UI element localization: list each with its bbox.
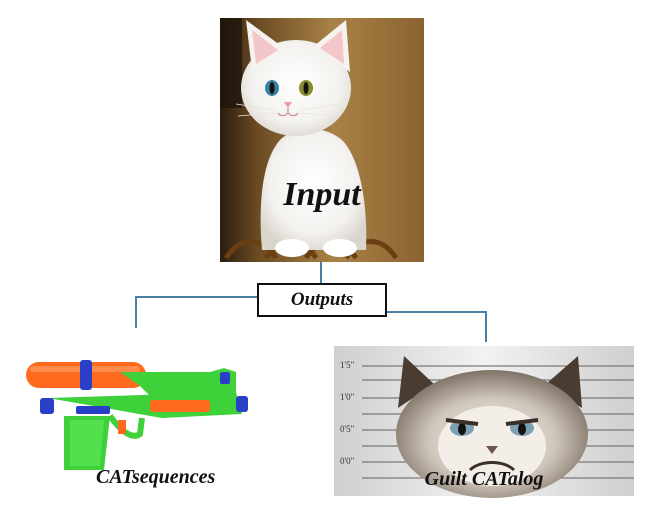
catsequences-label: CATsequences [96,466,216,488]
connector-hub-to-left [135,296,257,328]
outputs-label: Outputs [290,289,354,310]
connector-lines [135,262,487,342]
guilt-catalog-label: Guilt CATalog [424,468,544,490]
input-kitten-image [220,18,424,262]
outputs-hub-box: Outputs [257,283,387,317]
input-label: Input [283,176,361,213]
connector-hub-to-right [387,311,487,342]
output-grumpy-cat-image [334,346,634,498]
output-water-gun-image [26,360,248,470]
